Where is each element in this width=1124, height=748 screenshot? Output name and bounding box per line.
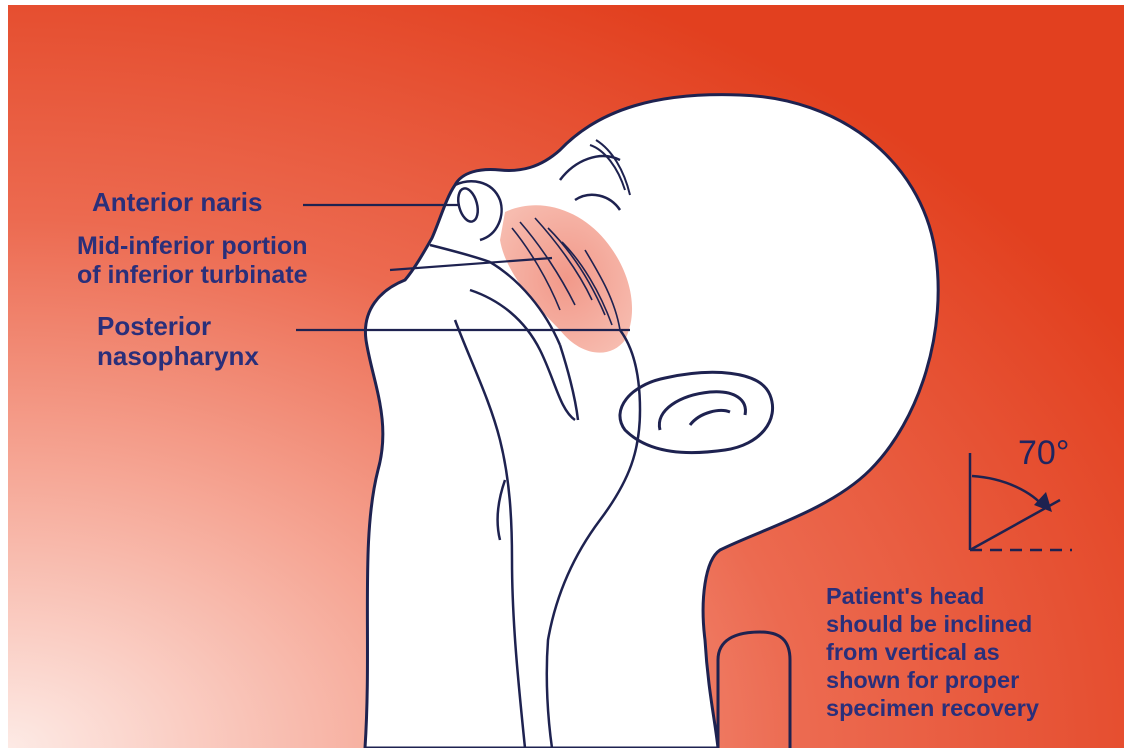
label-nasopharynx-line-2: nasopharynx	[97, 341, 259, 371]
note-line-1: Patient's head	[826, 582, 1039, 610]
note-line-5: specimen recovery	[826, 694, 1039, 722]
label-inferior-turbinate: Mid-inferior portion of inferior turbina…	[77, 232, 308, 290]
label-anterior-naris: Anterior naris	[92, 187, 263, 217]
note-line-3: from vertical as	[826, 638, 1039, 666]
label-turbinate-line-1: Mid-inferior portion	[77, 232, 308, 261]
note-line-4: shown for proper	[826, 666, 1039, 694]
label-nasopharynx-line-1: Posterior	[97, 311, 259, 341]
angle-value: 70°	[1018, 434, 1069, 473]
label-anterior-naris-text: Anterior naris	[92, 187, 263, 217]
instruction-note: Patient's head should be inclined from v…	[826, 582, 1039, 722]
note-line-2: should be inclined	[826, 610, 1039, 638]
label-turbinate-line-2: of inferior turbinate	[77, 261, 308, 290]
label-posterior-nasopharynx: Posterior nasopharynx	[97, 311, 259, 371]
